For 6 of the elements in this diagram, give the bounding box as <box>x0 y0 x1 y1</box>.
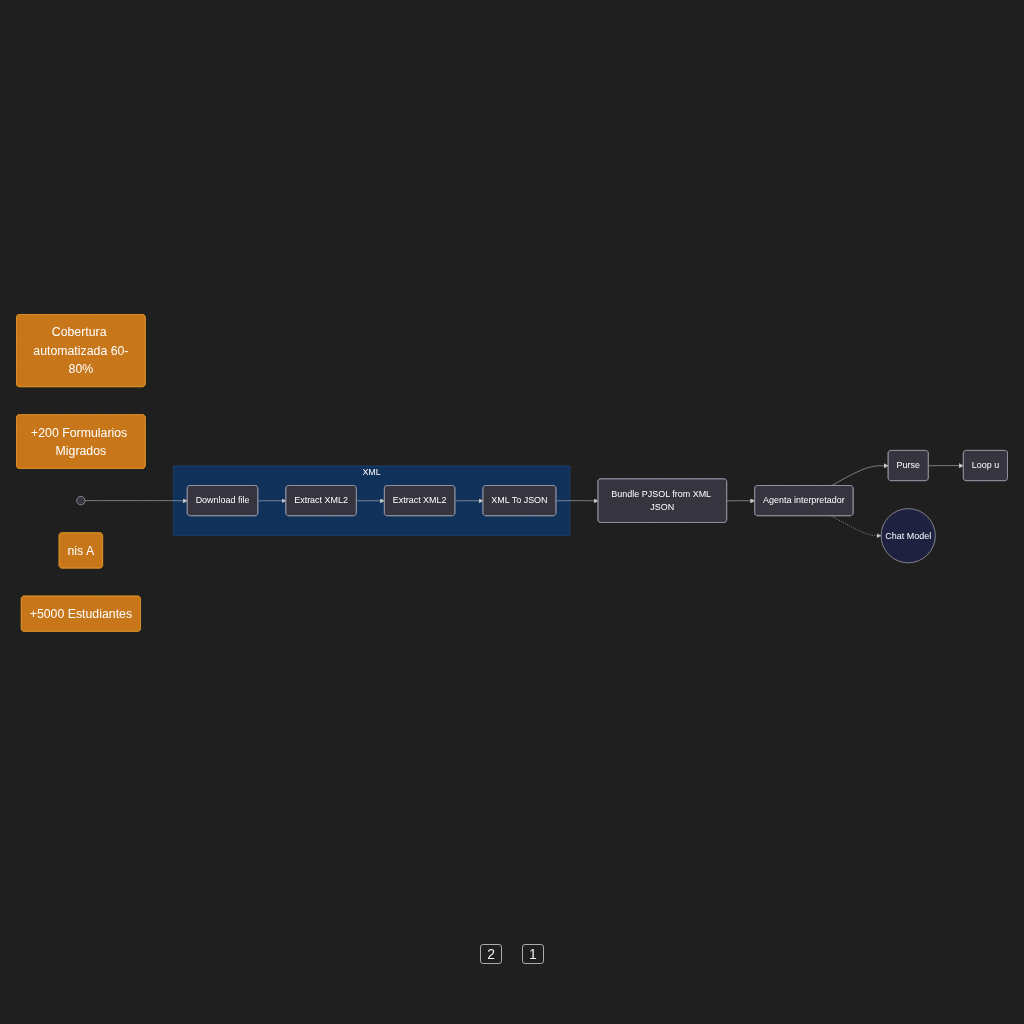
workflow-diagram: XML Cobertura automatizada 60-80% +200 Formularios Migrados Download file Extract XML2 Extract XML2 XML To JSON Loop u Bundle PJSOL from XML JSON Agenta interpretador Purse nis A Chat Model +5000 Estudiantes <box>12 310 1012 636</box>
node-circle <box>76 496 86 506</box>
node-circle <box>880 508 936 564</box>
port-count: 1 <box>522 944 544 964</box>
port-count: 2 <box>480 944 502 964</box>
cluster <box>172 465 571 536</box>
